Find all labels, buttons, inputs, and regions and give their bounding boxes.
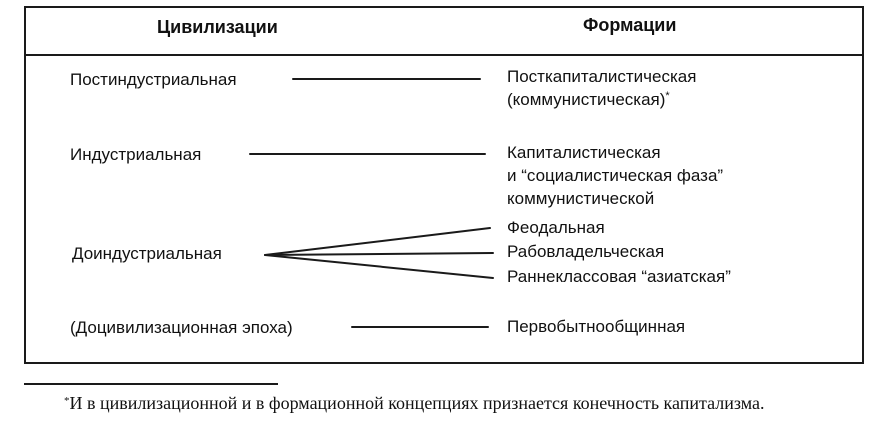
formation-early-class-asiatic: Раннеклассовая “азиатская” xyxy=(507,267,731,286)
formation-line: Посткапиталистическая xyxy=(507,67,697,86)
connector-preindustrial-feudal xyxy=(264,227,491,256)
civilization-preindustrial: Доиндустриальная xyxy=(72,244,222,263)
footnote-mark: * xyxy=(64,395,70,407)
header-divider xyxy=(24,54,864,56)
connector-preindustrial-slaveholding xyxy=(264,252,494,256)
formation-primitive-communal: Первобытнообщинная xyxy=(507,317,686,336)
formation-postcapitalist: Посткапиталистическая (коммунистическая)… xyxy=(507,65,696,111)
footnote-text: И в цивилизационной и в формационной кон… xyxy=(69,393,765,413)
civilization-postindustrial: Постиндустриальная xyxy=(70,70,237,89)
header-civilizations: Цивилизации xyxy=(157,17,278,37)
connector-preindustrial-asiatic xyxy=(264,254,494,279)
formation-capitalist: Капиталистическая и “социалистическая фа… xyxy=(507,141,723,210)
header-formations: Формации xyxy=(583,15,677,35)
formation-line: Капиталистическая xyxy=(507,143,661,162)
formation-line: и “социалистическая фаза” xyxy=(507,166,724,185)
footnote: *И в цивилизационной и в формационной ко… xyxy=(22,392,864,415)
formation-line: (коммунистическая)* xyxy=(507,90,670,109)
footnote-marker: * xyxy=(665,90,670,102)
formation-feudal: Феодальная xyxy=(507,218,605,237)
formation-line: коммунистической xyxy=(507,189,655,208)
formation-slaveholding: Рабовладельческая xyxy=(507,242,665,261)
footnote-divider xyxy=(24,383,278,385)
civilization-precivilization: (Доцивилизационная эпоха) xyxy=(70,318,293,337)
civilizations-formations-table xyxy=(24,6,864,364)
civilization-industrial: Индустриальная xyxy=(70,145,202,164)
